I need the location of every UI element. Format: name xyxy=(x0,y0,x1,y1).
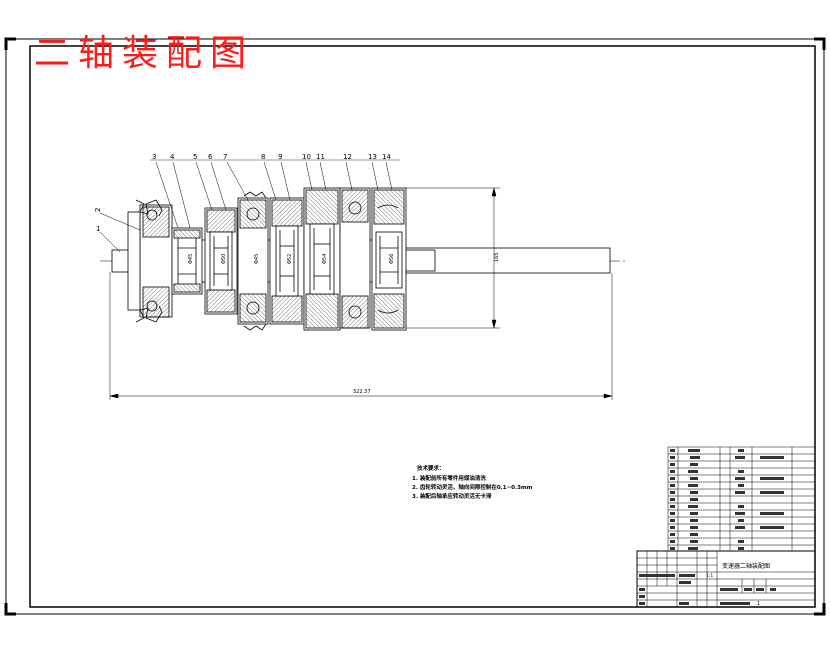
balloon-10: 10 xyxy=(302,153,311,161)
dia-3: Φ52 xyxy=(287,254,293,264)
dia-1: Φ45 xyxy=(188,254,194,264)
drawing-title: 二轴装配图 xyxy=(34,33,255,74)
leader-lines xyxy=(99,159,400,253)
parts-list-marks xyxy=(670,449,784,550)
overall-length-dim: 322.37 xyxy=(353,389,371,395)
balloon-3: 3 xyxy=(152,153,156,161)
gear-left xyxy=(127,199,173,323)
dia-4: Φ54 xyxy=(322,254,328,264)
dia-6: Φ45 xyxy=(254,254,260,264)
synchronizer-1 xyxy=(237,191,269,331)
gear-5 xyxy=(371,187,407,331)
gear-4 xyxy=(303,187,341,331)
balloon-8: 8 xyxy=(261,153,265,161)
dimension-texts: 322.37 165 Φ45 Φ50 Φ52 Φ54 Φ56 Φ45 xyxy=(188,252,500,395)
inner-frame xyxy=(29,45,816,608)
shaft-right-end xyxy=(404,247,611,274)
tech-heading: 技术要求： xyxy=(417,466,445,472)
balloon-6: 6 xyxy=(208,153,213,161)
dia-2: Φ50 xyxy=(221,254,227,264)
balloon-9: 9 xyxy=(278,153,282,161)
shaft-assembly xyxy=(99,159,625,400)
balloon-labels: 1 2 3 4 5 6 7 8 9 10 11 12 13 14 xyxy=(94,153,391,233)
drawing-name: 变速器二轴装配图 xyxy=(722,562,770,570)
balloon-13: 13 xyxy=(368,153,377,161)
tech-item-1: 1. 装配前所有零件用煤油清洗 xyxy=(412,476,486,482)
title-block-texts: 变速器二轴装配图 1:1 1 xyxy=(706,562,770,607)
dia-5: Φ56 xyxy=(389,254,395,264)
balloon-11: 11 xyxy=(316,153,325,161)
balloon-1: 1 xyxy=(96,225,100,233)
dimension-lines xyxy=(109,187,613,400)
sheet-number: 1 xyxy=(757,601,760,607)
tech-item-2: 2. 齿轮转动灵活，轴向间隙控制在0.1~0.3mm xyxy=(412,485,533,491)
outer-frame xyxy=(5,38,825,615)
synchronizer-2 xyxy=(339,187,371,329)
balloon-14: 14 xyxy=(382,153,391,161)
parts-list xyxy=(667,446,816,552)
tech-item-3: 3. 装配后轴承应转动灵活无卡滞 xyxy=(412,494,492,500)
height-dim: 165 xyxy=(494,252,500,262)
gear-3 xyxy=(269,197,305,325)
balloon-4: 4 xyxy=(170,153,175,161)
bearing-1 xyxy=(171,227,203,295)
balloon-12: 12 xyxy=(343,153,352,161)
title-block-marks xyxy=(639,574,776,605)
balloon-2: 2 xyxy=(94,208,102,212)
scale-value: 1:1 xyxy=(706,573,713,579)
balloon-7: 7 xyxy=(223,153,227,161)
balloon-5: 5 xyxy=(193,153,197,161)
gear-2 xyxy=(204,207,238,315)
title-block xyxy=(636,550,816,608)
